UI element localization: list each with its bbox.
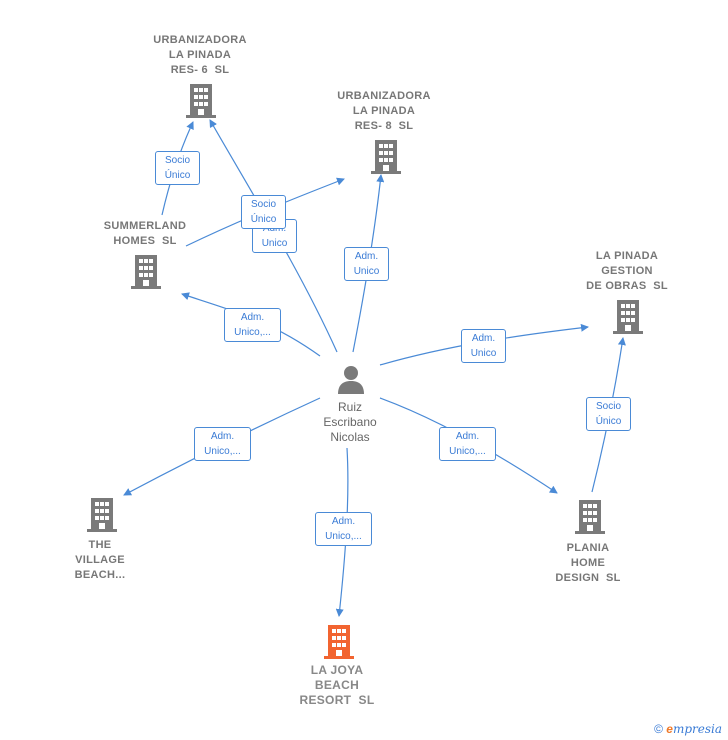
copyright-brand: © empresia — [654, 722, 722, 736]
edge-label-summerland-urb6: Socio Único — [155, 151, 200, 185]
edge-label-summerland-urb8: Socio Único — [241, 195, 286, 229]
node-label-plania[interactable]: PLANIA HOME DESIGN SL — [555, 542, 621, 584]
node-label-joya[interactable]: LA JOYA BEACH RESORT SL — [299, 663, 375, 707]
node-label-village[interactable]: THE VILLAGE BEACH... — [74, 539, 126, 581]
node-label-person[interactable]: Ruiz Escribano Nicolas — [323, 400, 377, 444]
edge-label-person-urb8: Adm. Unico — [344, 247, 389, 281]
edge-label-plania-gestion: Socio Único — [586, 397, 631, 431]
node-label-gestion[interactable]: LA PINADA GESTION DE OBRAS SL — [586, 250, 668, 292]
edge-label-person-gestion: Adm. Unico — [461, 329, 506, 363]
edge-label-person-plania: Adm. Unico,... — [439, 427, 496, 461]
edge-label-person-village: Adm. Unico,... — [194, 427, 251, 461]
node-label-summerland[interactable]: SUMMERLAND HOMES SL — [103, 220, 187, 247]
building-icon-village — [87, 498, 117, 532]
copyright-symbol: © — [654, 722, 663, 736]
building-icon-gestion — [613, 300, 643, 334]
building-icon-joya-focus — [324, 625, 354, 659]
building-icon-plania — [575, 500, 605, 534]
brand-initial: e — [666, 722, 673, 736]
building-icon-urb6 — [186, 84, 216, 118]
person-icon — [338, 366, 364, 394]
edge-label-person-summerland: Adm. Unico,... — [224, 308, 281, 342]
building-icon-urb8 — [371, 140, 401, 174]
brand-name: mpresia — [672, 722, 722, 736]
node-label-urb6[interactable]: URBANIZADORA LA PINADA RES- 6 SL — [153, 34, 247, 76]
node-label-urb8[interactable]: URBANIZADORA LA PINADA RES- 8 SL — [337, 90, 431, 132]
edge-label-person-joya: Adm. Unico,... — [315, 512, 372, 546]
building-icon-summerland — [131, 255, 161, 289]
